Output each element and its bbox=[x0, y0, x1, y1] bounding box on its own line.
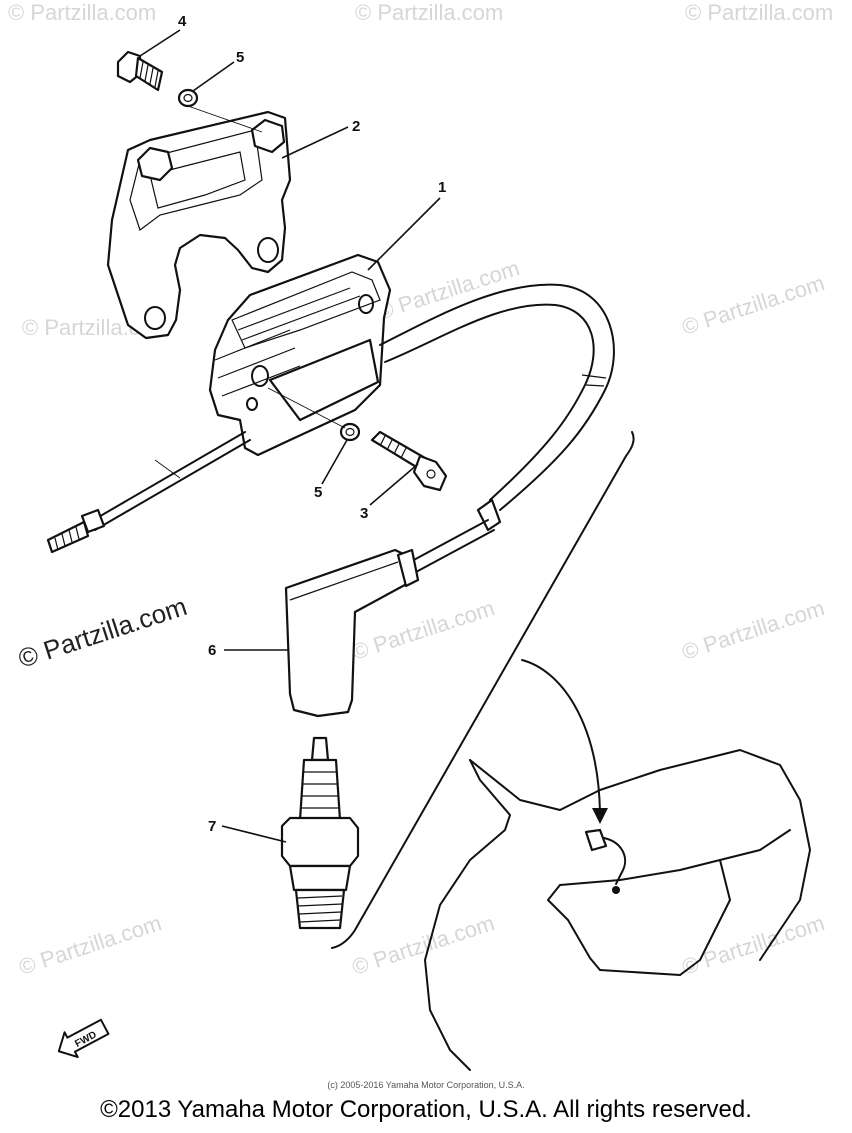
callout-label: 6 bbox=[208, 642, 216, 659]
watermark: © Partzilla.com bbox=[685, 0, 833, 25]
callout-label: 2 bbox=[352, 118, 360, 135]
watermark: © Partzilla.com bbox=[374, 255, 523, 325]
callout-2: 2 bbox=[281, 118, 360, 159]
motorcycle-outline bbox=[424, 749, 811, 1071]
alignment-line bbox=[187, 105, 263, 133]
watermarks: © Partzilla.com © Partzilla.com © Partzi… bbox=[8, 0, 833, 980]
callout-5-bottom: 5 bbox=[314, 439, 348, 501]
callout-label: 3 bbox=[360, 505, 368, 522]
spark-plug-part-7 bbox=[280, 736, 360, 930]
callout-label: 7 bbox=[208, 818, 216, 835]
watermark-prominent: © Partzilla.com bbox=[15, 591, 191, 674]
watermark: © Partzilla.com bbox=[679, 270, 828, 340]
callout-3: 3 bbox=[360, 463, 419, 522]
watermark: © Partzilla.com bbox=[679, 910, 828, 980]
bolt-part-3 bbox=[370, 430, 448, 492]
callout-4: 4 bbox=[139, 13, 187, 57]
watermark: © Partzilla.com bbox=[355, 0, 503, 25]
source-copyright: (c) 2005-2016 Yamaha Motor Corporation, … bbox=[327, 1080, 525, 1090]
coil-lead-wire bbox=[46, 431, 251, 554]
watermark: © Partzilla.com bbox=[8, 0, 156, 25]
watermark: © Partzilla.com bbox=[16, 910, 165, 980]
callout-label: 1 bbox=[438, 179, 446, 196]
washer-part-5-top bbox=[177, 88, 199, 108]
ignition-coil-part-1 bbox=[208, 253, 392, 457]
callout-label: 5 bbox=[236, 49, 244, 66]
watermark: © Partzilla.com bbox=[349, 595, 498, 665]
washer-part-5-bottom bbox=[339, 422, 361, 442]
watermark: © Partzilla.com bbox=[349, 910, 498, 980]
callout-7: 7 bbox=[208, 818, 287, 843]
callout-6: 6 bbox=[208, 642, 288, 659]
callout-label: 5 bbox=[314, 484, 322, 501]
spark-plug-cap-part-6 bbox=[284, 548, 420, 718]
location-pointer-arrow bbox=[521, 659, 608, 824]
watermark: © Partzilla.com bbox=[679, 595, 828, 665]
bracket-part-2 bbox=[106, 110, 292, 340]
callout-5-top: 5 bbox=[192, 49, 244, 92]
bolt-part-4 bbox=[116, 50, 164, 92]
callout-1: 1 bbox=[367, 179, 446, 271]
divider-line bbox=[331, 431, 635, 949]
copyright-notice: ©2013 Yamaha Motor Corporation, U.S.A. A… bbox=[100, 1096, 752, 1123]
alignment-line bbox=[267, 387, 346, 429]
high-tension-cable bbox=[379, 283, 615, 573]
forward-direction-arrow: FWD bbox=[57, 1018, 110, 1059]
callout-label: 4 bbox=[178, 13, 187, 30]
